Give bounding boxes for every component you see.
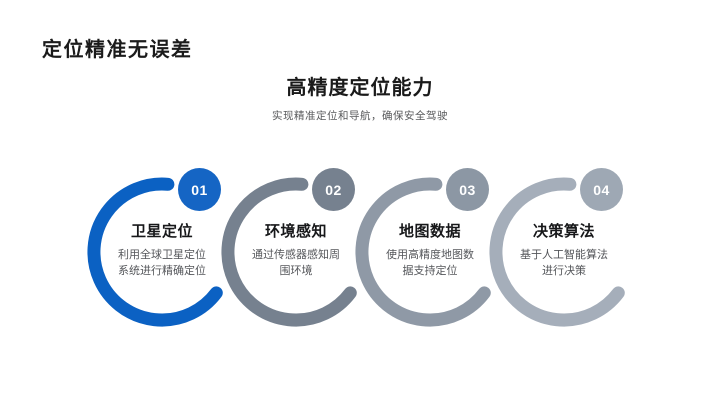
step-1-title: 卫星定位 <box>130 223 193 240</box>
step-3-ring <box>355 177 491 327</box>
step-4-description: 基于人工智能算法进行决策 <box>520 249 608 277</box>
step-2-number: 02 <box>325 181 342 198</box>
step-3-content: 地图数据 使用高精度地图数据支持定位 <box>365 220 495 279</box>
step-3-badge: 03 <box>446 168 489 211</box>
section-header: 高精度定位能力 实现精准定位和导航，确保安全驾驶 <box>0 71 720 123</box>
step-1-badge: 01 <box>178 168 221 211</box>
step-3-number: 03 <box>459 181 476 198</box>
step-2-ring <box>221 177 357 327</box>
step-3-title: 地图数据 <box>398 223 461 240</box>
step-1-number: 01 <box>191 181 208 198</box>
step-1-description: 利用全球卫星定位系统进行精确定位 <box>118 249 206 277</box>
step-1-ring <box>87 177 223 327</box>
step-2-description: 通过传感器感知周围环境 <box>252 249 340 277</box>
step-4-badge: 04 <box>580 168 623 211</box>
step-1-content: 卫星定位 利用全球卫星定位系统进行精确定位 <box>97 220 227 279</box>
step-4-content: 决策算法 基于人工智能算法进行决策 <box>499 220 629 279</box>
step-4-number: 04 <box>593 181 610 198</box>
section-subtitle: 实现精准定位和导航，确保安全驾驶 <box>272 110 448 122</box>
step-4-ring <box>489 177 625 327</box>
page-title: 定位精准无误差 <box>42 39 193 61</box>
step-2-badge: 02 <box>312 168 355 211</box>
step-2-title: 环境感知 <box>264 223 327 240</box>
step-2-content: 环境感知 通过传感器感知周围环境 <box>231 220 361 279</box>
section-heading: 高精度定位能力 <box>286 77 434 99</box>
step-4-title: 决策算法 <box>532 223 595 240</box>
step-3-description: 使用高精度地图数据支持定位 <box>386 249 474 277</box>
